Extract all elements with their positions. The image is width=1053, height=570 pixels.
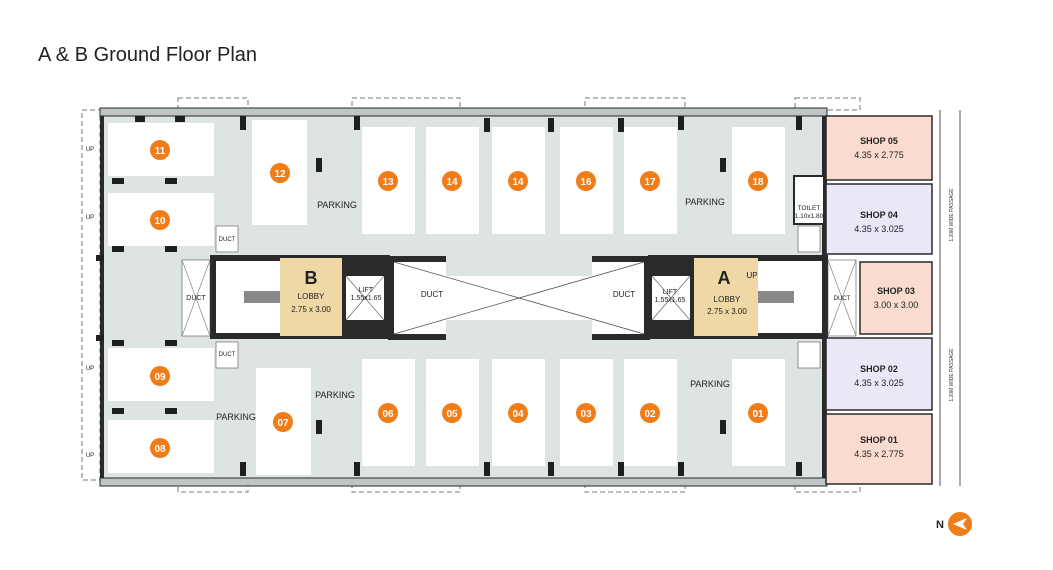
duct-label: DUCT — [219, 352, 236, 358]
lobby-a-label: LOBBY — [714, 295, 741, 304]
slot-17: 17 — [644, 177, 656, 188]
parking-label: PARKING — [317, 200, 357, 210]
slot-09: 09 — [154, 372, 166, 383]
slot-12: 12 — [274, 169, 286, 180]
lift-a-size: 1.55x1.65 — [655, 297, 686, 304]
block-b-letter: B — [305, 268, 318, 288]
slot-16: 16 — [580, 177, 592, 188]
shop-02-size: 4.35 x 3.025 — [854, 378, 904, 388]
slot-06: 06 — [382, 409, 394, 420]
block-a-letter: A — [718, 268, 731, 288]
duct-label: DUCT — [834, 296, 851, 302]
parking-label: PARKING — [216, 412, 256, 422]
slot-03: 03 — [580, 409, 592, 420]
lift-b-size: 1.55x1.65 — [351, 295, 382, 302]
shop-01-name: SHOP 01 — [860, 435, 898, 445]
passage-label: 1.20M WIDE PASSAGE — [949, 348, 955, 402]
slot-13: 13 — [382, 177, 394, 188]
structural-columns — [96, 116, 802, 476]
lobby-a-size: 2.75 x 3.00 — [707, 307, 747, 316]
shop-05-name: SHOP 05 — [860, 136, 898, 146]
shop-03-size: 3.00 x 3.00 — [874, 300, 919, 310]
north-indicator: N — [936, 512, 976, 536]
shops — [825, 110, 961, 486]
up-label: UP — [86, 366, 94, 372]
slot-badges — [150, 140, 768, 458]
lobby-b-label: LOBBY — [298, 292, 325, 301]
duct-label: DUCT — [613, 290, 635, 299]
shop-04-size: 4.35 x 3.025 — [854, 224, 904, 234]
parking-label: PARKING — [690, 379, 730, 389]
shop-04-name: SHOP 04 — [860, 210, 898, 220]
core-b — [181, 225, 390, 369]
slot-10: 10 — [154, 216, 166, 227]
core-walls — [388, 256, 650, 340]
shop-05-size: 4.35 x 2.775 — [854, 150, 904, 160]
lift-b-label: LIFT — [359, 287, 374, 294]
slot-05: 05 — [446, 409, 458, 420]
slot-15: 14 — [512, 177, 524, 188]
slot-01: 01 — [752, 409, 764, 420]
up-label: UP — [746, 271, 757, 280]
slot-08: 08 — [154, 444, 166, 455]
slot-14: 14 — [446, 177, 458, 188]
slot-04: 04 — [512, 409, 524, 420]
shop-01-size: 4.35 x 2.775 — [854, 449, 904, 459]
toilet-size: 1.10x1.80 — [795, 213, 824, 220]
duct-label: DUCT — [186, 295, 206, 302]
parking-label: PARKING — [685, 197, 725, 207]
shop-03-name: SHOP 03 — [877, 286, 915, 296]
north-letter: N — [936, 519, 944, 531]
plan-title: A & B Ground Floor Plan — [38, 44, 258, 66]
up-label: UP — [86, 147, 94, 153]
lobby-b-size: 2.75 x 3.00 — [291, 305, 331, 314]
slot-02: 02 — [644, 409, 656, 420]
toilet-label: TOILET — [798, 205, 821, 212]
up-label: UP — [86, 215, 94, 221]
up-label: UP — [86, 453, 94, 459]
lift-a-label: LIFT — [663, 289, 678, 296]
core-a — [648, 175, 857, 369]
shop-02-name: SHOP 02 — [860, 364, 898, 374]
passage-label: 1.20M WIDE PASSAGE — [949, 188, 955, 242]
duct-label: DUCT — [219, 237, 236, 243]
north-arrow-icon — [948, 512, 972, 536]
slot-07: 07 — [277, 418, 289, 429]
parking-label: PARKING — [315, 390, 355, 400]
slot-11: 11 — [155, 146, 166, 157]
duct-label: DUCT — [421, 290, 443, 299]
slot-18: 18 — [752, 177, 764, 188]
